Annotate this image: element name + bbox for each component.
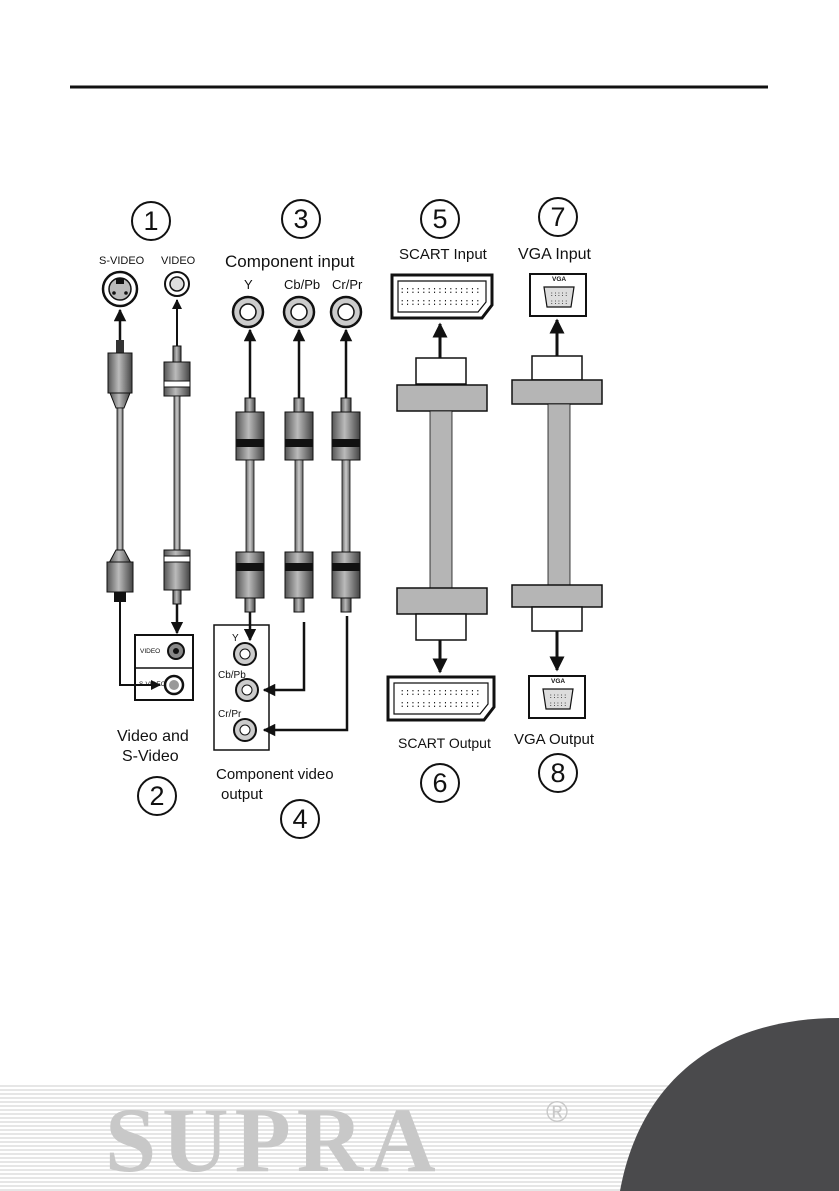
component-video-label: Component video [216, 766, 334, 783]
component-input-label: Component input [225, 252, 355, 271]
video-and-label: Video and [117, 728, 189, 745]
svg-text::::::::::::::::: ::::::::::::::: [399, 700, 480, 710]
s-video-input-jack [101, 270, 139, 308]
panel-y-label: Y [232, 633, 239, 644]
step-number-5: 5 [420, 199, 460, 239]
component-output-panel [213, 624, 270, 751]
video-label: VIDEO [161, 255, 196, 267]
svg-text::::::: ::::: [549, 701, 567, 708]
step-number-2: 2 [137, 776, 177, 816]
step-number-6: 6 [420, 763, 460, 803]
component-y-cable [235, 397, 265, 613]
scart-output-label: SCART Output [398, 735, 491, 751]
brand-logo: SUPRA [105, 1089, 442, 1191]
cb-pb-label: Cb/Pb [284, 277, 321, 292]
step-number-1: 1 [131, 201, 171, 241]
scart-input-connector: ::::::::::::::: ::::::::::::::: [390, 273, 494, 320]
vga-output-tag: VGA [551, 678, 566, 685]
component-cb-arrow-route [262, 622, 306, 697]
s-video-arrow-to-panel [119, 602, 161, 690]
scart-input-label: SCART Input [399, 246, 487, 263]
step-number-3: 3 [281, 199, 321, 239]
step-number-8: 8 [538, 753, 578, 793]
svg-text::::::::::::::::: ::::::::::::::: [399, 286, 480, 296]
footer-stripes [0, 1085, 700, 1191]
panel-s-video-label: S-VIDEO [139, 681, 166, 688]
s-video-label: S-VIDEO [99, 255, 145, 267]
component-cb-cable [284, 397, 314, 613]
svg-text::::::::::::::::: ::::::::::::::: [399, 298, 480, 308]
scart-cable [396, 357, 488, 641]
component-y-input-jack [231, 295, 265, 329]
vga-cable [511, 355, 603, 632]
s-video-cable [106, 340, 134, 602]
component-cb-input-jack [282, 295, 316, 329]
component-cr-input-jack [329, 295, 363, 329]
scart-output-connector: ::::::::::::::: ::::::::::::::: [386, 675, 496, 722]
svg-text::::::: ::::: [549, 693, 567, 700]
vga-output-label: VGA Output [514, 731, 595, 748]
vga-input-label: VGA Input [518, 246, 591, 263]
svg-text::::::: ::::: [550, 299, 568, 306]
cr-pr-label: Cr/Pr [332, 277, 363, 292]
vga-output-connector: ::::: ::::: [528, 675, 586, 719]
output-label: output [221, 786, 263, 803]
s-video-title-label: S-Video [122, 748, 179, 765]
svg-text::::::: ::::: [550, 291, 568, 298]
svg-text::::::::::::::::: ::::::::::::::: [399, 688, 480, 698]
step-number-4: 4 [280, 799, 320, 839]
panel-cr-pr-label: Cr/Pr [218, 709, 242, 720]
panel-video-label: VIDEO [140, 648, 161, 655]
component-cr-cable [331, 397, 361, 613]
panel-cb-pb-label: Cb/Pb [218, 670, 246, 681]
registered-mark: ® [546, 1096, 569, 1129]
page-corner-shape [620, 1018, 839, 1191]
step-number-7: 7 [538, 197, 578, 237]
y-label: Y [244, 277, 253, 292]
component-cr-arrow-route [262, 616, 349, 737]
vga-input-tag: VGA [552, 276, 567, 283]
video-output-panel [134, 634, 194, 701]
video-input-jack [164, 271, 190, 297]
video-cable [163, 345, 191, 605]
vga-input-connector: ::::: ::::: [529, 273, 587, 317]
